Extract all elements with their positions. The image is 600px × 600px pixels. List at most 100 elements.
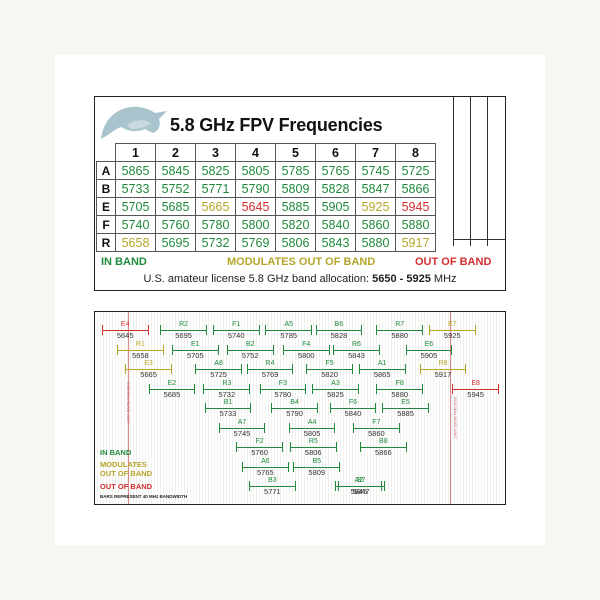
- column-header: 3: [195, 143, 236, 162]
- band-label: A: [96, 161, 116, 180]
- bar-line: [359, 447, 407, 448]
- bar-line: [289, 447, 337, 448]
- frequency-cell: 5769: [235, 233, 276, 252]
- frequency-cell: 5828: [315, 179, 356, 198]
- frequency-cell: 5880: [355, 233, 396, 252]
- band-label: F: [96, 215, 116, 234]
- bar-tick: [422, 325, 424, 335]
- bar-line: [382, 408, 429, 409]
- bar-line: [271, 408, 318, 409]
- channel-frequency: 5695: [175, 331, 192, 340]
- bar-tick: [451, 344, 453, 355]
- column-header: 7: [355, 143, 396, 162]
- bar-tick: [329, 403, 331, 413]
- bar-tick: [497, 383, 499, 394]
- bar-tick: [249, 383, 251, 394]
- channel-bar: E8 5945: [452, 379, 499, 399]
- bar-tick: [147, 325, 149, 335]
- bar-tick: [358, 364, 360, 374]
- high-band-limit-line: [450, 312, 451, 504]
- channel-frequency: 5828: [330, 331, 348, 340]
- bar-tick: [428, 325, 430, 335]
- dolphin-logo-icon: [101, 106, 167, 139]
- bar-tick: [376, 325, 378, 335]
- bar-line: [293, 466, 341, 468]
- bar-line: [358, 369, 406, 370]
- channel-name: B2: [245, 340, 255, 348]
- channel-frequency: 5733: [219, 409, 237, 418]
- channel-name: E8: [471, 379, 480, 387]
- channel-frequency: 5847: [352, 487, 370, 496]
- bar-tick: [205, 325, 207, 335]
- bar-tick: [335, 442, 337, 452]
- bar-line: [160, 330, 207, 331]
- frequency-cell: 5685: [155, 197, 196, 216]
- bar-tick: [328, 344, 330, 355]
- channel-name: F3: [278, 379, 287, 387]
- column-header: 8: [395, 143, 436, 162]
- channel-name: E2: [167, 379, 177, 387]
- bar-tick: [226, 344, 228, 355]
- bar-line: [288, 427, 336, 429]
- frequency-cell: 5665: [195, 197, 236, 216]
- bar-tick: [375, 403, 377, 413]
- legend2-modulates-out-of-band: MODULATES OUT OF BAND: [100, 460, 153, 478]
- bar-tick: [334, 422, 336, 433]
- channel-name: A7: [237, 418, 247, 426]
- bar-tick: [465, 364, 467, 374]
- channel-frequency: 5880: [391, 389, 409, 399]
- bar-tick: [359, 442, 361, 452]
- channel-name: F7: [372, 418, 381, 426]
- channel-frequency: 5806: [304, 448, 322, 457]
- frequency-cell: 5847: [355, 179, 396, 198]
- band-label: E: [96, 197, 116, 216]
- channel-name: B6: [334, 321, 344, 328]
- channel-name: R7: [395, 321, 405, 328]
- bar-line: [195, 369, 242, 370]
- bar-tick: [250, 403, 252, 413]
- frequency-cell: 5845: [155, 161, 196, 180]
- channel-frequency: 5945: [467, 389, 484, 399]
- channel-bar: B6 5828: [315, 321, 363, 340]
- bar-line: [282, 349, 330, 351]
- table-corner: [97, 144, 116, 162]
- channel-frequency: 5765: [257, 467, 274, 477]
- channel-frequency: 5732: [218, 389, 236, 399]
- bar-line: [242, 466, 289, 468]
- bar-line: [259, 388, 307, 390]
- channel-name: E6: [424, 340, 434, 348]
- channel-frequency: 5866: [375, 448, 392, 457]
- bar-line: [203, 388, 251, 390]
- channel-name: E4: [120, 321, 130, 328]
- channel-name: A2: [354, 477, 364, 484]
- bar-tick: [361, 325, 363, 335]
- band-label: R: [96, 233, 116, 252]
- bar-line: [337, 486, 385, 487]
- channel-name: R4: [265, 360, 275, 367]
- bar-tick: [170, 364, 172, 374]
- bar-tick: [357, 383, 359, 394]
- frequency-cell: 5790: [235, 179, 276, 198]
- frequency-cell: 5840: [315, 215, 356, 234]
- frequency-cell: 5745: [355, 161, 396, 180]
- channel-name: B7: [356, 477, 366, 484]
- channel-frequency: 5800: [297, 350, 315, 360]
- bar-tick: [316, 403, 318, 413]
- blank-grid: [453, 97, 505, 290]
- channel-frequency: 5905: [420, 350, 438, 360]
